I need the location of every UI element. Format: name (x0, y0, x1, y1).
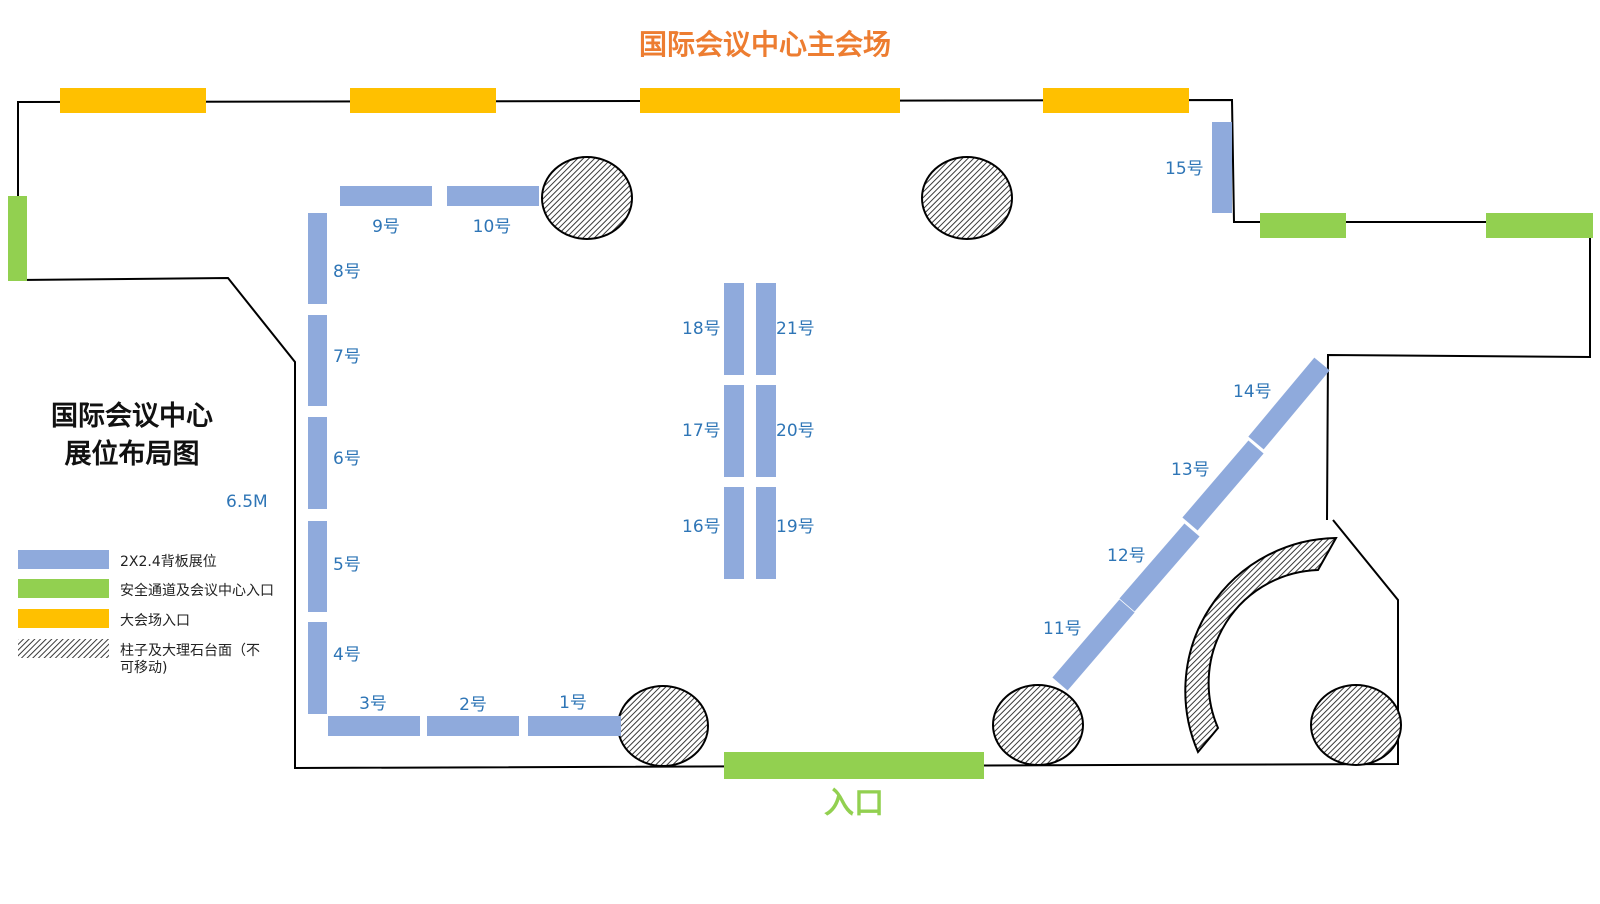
booth-label-10: 10号 (473, 217, 512, 237)
booth-16[interactable] (724, 487, 744, 579)
dimension-label: 6.5M (226, 492, 268, 512)
legend-label-hall: 大会场入口 (120, 613, 190, 629)
legend-swatch-booth (18, 550, 109, 569)
legend-label-pillar-line2: 可移动) (120, 660, 167, 676)
booth-21[interactable] (756, 283, 776, 375)
legend: 2X2.4背板展位 安全通道及会议中心入口 大会场入口 柱子及大理石台面（不 可… (18, 550, 274, 676)
legend-swatch-exit (18, 579, 109, 598)
booth-19[interactable] (756, 487, 776, 579)
booth-15[interactable] (1212, 122, 1232, 213)
booth-label-20: 20号 (776, 421, 815, 441)
booth-label-21: 21号 (776, 319, 815, 339)
side-title-line1: 国际会议中心 (51, 401, 213, 432)
booth-label-8: 8号 (333, 262, 361, 282)
booths (308, 122, 1330, 736)
side-title-line2: 展位布局图 (65, 438, 200, 470)
hall-entrance-1[interactable] (60, 88, 206, 113)
pillar (921, 156, 1013, 240)
booth-label-4: 4号 (333, 645, 361, 665)
booth-2[interactable] (427, 716, 519, 736)
hall-entrance-3[interactable] (640, 88, 900, 113)
booth-label-15: 15号 (1165, 159, 1204, 179)
wall-bottom (17, 276, 1399, 770)
main-hall-entrances (60, 88, 1189, 113)
booth-label-17: 17号 (682, 421, 721, 441)
booth-20[interactable] (756, 385, 776, 477)
booth-labels: 1号 2号 3号 4号 5号 6号 7号 8号 9号 10号 11号 12号 1… (333, 159, 1272, 715)
legend-label-exit: 安全通道及会议中心入口 (120, 582, 274, 599)
hall-entrance-2[interactable] (350, 88, 496, 113)
booth-label-1: 1号 (559, 693, 587, 713)
booth-label-14: 14号 (1233, 382, 1272, 402)
main-hall-title: 国际会议中心主会场 (639, 28, 891, 61)
booth-label-3: 3号 (359, 694, 387, 714)
booth-label-7: 7号 (333, 347, 361, 367)
legend-swatch-pillar (18, 639, 109, 658)
safety-exit-left[interactable] (8, 196, 27, 281)
booth-label-16: 16号 (682, 517, 721, 537)
pillar (617, 685, 709, 767)
safety-exits (8, 196, 1593, 779)
booth-label-12: 12号 (1107, 546, 1146, 566)
booth-18[interactable] (724, 283, 744, 375)
safety-exit-right-1[interactable] (1260, 213, 1346, 238)
booth-10[interactable] (447, 186, 539, 206)
booth-label-5: 5号 (333, 555, 361, 575)
booth-label-2: 2号 (459, 695, 487, 715)
booth-label-6: 6号 (333, 449, 361, 469)
booth-8[interactable] (308, 213, 327, 304)
booth-3[interactable] (328, 716, 420, 736)
booth-label-19: 19号 (776, 517, 815, 537)
booth-7[interactable] (308, 315, 327, 406)
booth-14[interactable] (1248, 357, 1330, 450)
pillar (992, 684, 1084, 766)
entrance-label: 入口 (824, 786, 884, 821)
booth-label-13: 13号 (1171, 460, 1210, 480)
booth-13[interactable] (1182, 440, 1264, 531)
pillar (1310, 684, 1402, 766)
booth-17[interactable] (724, 385, 744, 477)
booth-1[interactable] (528, 716, 621, 736)
main-entrance-door[interactable] (724, 752, 984, 779)
pillar (541, 156, 633, 240)
booth-4[interactable] (308, 622, 327, 714)
hall-entrance-4[interactable] (1043, 88, 1189, 113)
booth-label-11: 11号 (1043, 619, 1082, 639)
wall-top (17, 98, 1591, 521)
legend-label-booth: 2X2.4背板展位 (120, 554, 217, 570)
booth-9[interactable] (340, 186, 432, 206)
walls (17, 98, 1591, 770)
legend-label-pillar: 柱子及大理石台面（不 (120, 643, 260, 659)
booth-5[interactable] (308, 521, 327, 612)
marble-counter (1184, 536, 1338, 754)
booth-label-9: 9号 (372, 217, 400, 237)
booth-11[interactable] (1052, 599, 1135, 691)
booth-label-18: 18号 (682, 319, 721, 339)
pillars (541, 156, 1402, 767)
legend-swatch-hall (18, 609, 109, 628)
booth-6[interactable] (308, 417, 327, 509)
safety-exit-right-2[interactable] (1486, 213, 1593, 238)
booth-12[interactable] (1119, 523, 1200, 612)
